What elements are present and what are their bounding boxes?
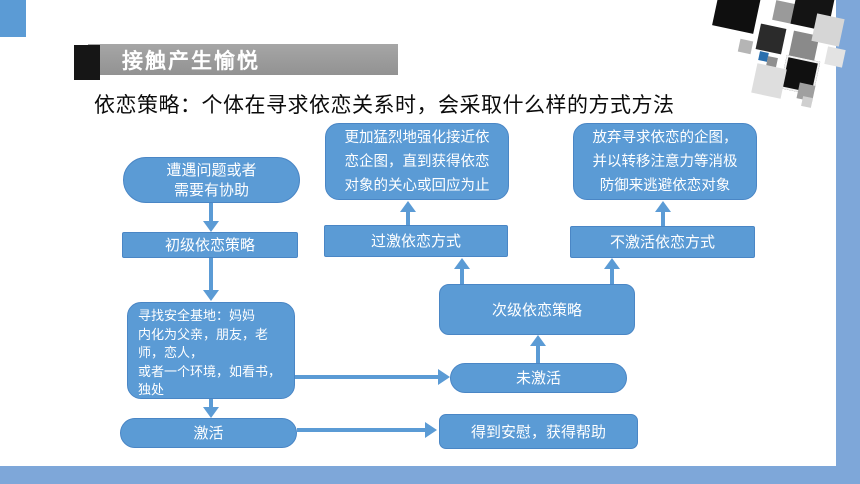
arrow-primary-to-seek <box>203 258 219 301</box>
node-hyperactivating-style: 过激依恋方式 <box>324 225 508 257</box>
mosaic-square <box>751 63 787 99</box>
arrow-deactivating-to-abandon <box>655 201 671 226</box>
bottom-accent-bar <box>0 466 860 484</box>
node-deactivating-style: 不激活依恋方式 <box>570 226 755 258</box>
node-comforted-helped: 得到安慰，获得帮助 <box>439 414 638 449</box>
node-activate: 激活 <box>120 418 297 448</box>
page-title: 接触产生愉悦 <box>122 49 260 73</box>
mosaic-square <box>737 38 754 55</box>
node-seek-secure-base: 寻找安全基地：妈妈 内化为父亲，朋友，老 师，恋人， 或者一个环境，如看书， 独… <box>127 302 295 399</box>
node-intensify-approach: 更加猛烈地强化接近依 恋企图，直到获得依恋 对象的关心或回应为止 <box>325 123 509 200</box>
title-accent-block <box>74 45 100 80</box>
mosaic-square <box>755 23 787 55</box>
arrow-secondary-to-deactivating <box>604 258 620 284</box>
mosaic-square <box>801 96 813 108</box>
corner-accent-square <box>0 0 26 37</box>
subtitle: 依恋策略：个体在寻求依恋关系时，会采取什么样的方式方法 <box>94 94 675 117</box>
arrow-seek-to-activate <box>203 399 219 418</box>
arrow-not-activated-to-secondary <box>530 335 546 363</box>
node-secondary-strategy: 次级依恋策略 <box>439 284 635 335</box>
arrow-secondary-to-hyperactivating <box>454 258 470 284</box>
arrow-hyperactivating-to-intensify <box>400 201 416 225</box>
right-accent-bar <box>836 0 860 484</box>
node-abandon-attempt: 放弃寻求依恋的企图， 并以转移注意力等消极 防御来逃避依恋对象 <box>573 123 757 200</box>
mosaic-decoration <box>700 0 860 130</box>
mosaic-square <box>811 13 845 47</box>
arrow-seek-to-not-activated <box>295 369 450 385</box>
mosaic-square <box>824 46 846 68</box>
node-not-activated: 未激活 <box>450 363 627 393</box>
node-primary-strategy: 初级依恋策略 <box>122 232 298 258</box>
arrow-activate-to-comfort <box>297 422 437 438</box>
arrow-encounter-to-primary <box>203 203 219 232</box>
title-bar: 接触产生愉悦 <box>88 44 398 75</box>
node-encounter-problem: 遭遇问题或者 需要有协助 <box>123 157 300 203</box>
mosaic-square <box>712 0 762 34</box>
